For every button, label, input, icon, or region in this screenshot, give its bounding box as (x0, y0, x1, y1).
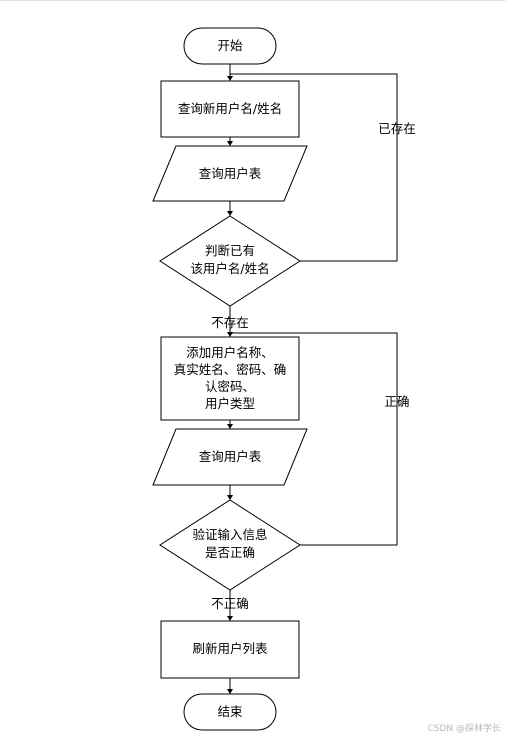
verify-label-line2: 是否正确 (205, 545, 255, 560)
query-name-process (160, 80, 300, 138)
judge-exists-decision (159, 215, 301, 307)
query-table-2-io (152, 428, 308, 486)
add-user-label-line2: 真实姓名、密码、确 (174, 362, 287, 377)
judge-exists-label-line1: 判断已有 (205, 243, 255, 258)
query-table-1-io (152, 145, 308, 202)
arrowhead (227, 211, 233, 216)
edge-exists-loop (230, 73, 398, 262)
start-label: 开始 (217, 38, 243, 53)
end-label: 结束 (217, 704, 243, 719)
add-user-label-line4: 用户类型 (205, 396, 255, 411)
edge-label-correct: 正确 (384, 394, 409, 409)
refresh-list-label: 刷新用户列表 (192, 641, 268, 656)
start-terminator (183, 27, 277, 65)
arrowhead (227, 616, 233, 621)
add-user-process (160, 336, 300, 421)
refresh-list-process (160, 620, 300, 679)
verify-label-line1: 验证输入信息 (192, 527, 267, 542)
end-terminator (183, 693, 277, 731)
edge-label-exists: 已存在 (378, 121, 416, 136)
verify-decision (159, 499, 301, 591)
query-table-1-label: 查询用户表 (199, 166, 262, 181)
arrowhead (227, 689, 233, 694)
edge-correct-loop (230, 332, 398, 546)
query-name-label: 查询新用户名/姓名 (178, 101, 282, 116)
arrowhead (227, 495, 233, 500)
add-user-label-line3: 认密码、 (205, 379, 255, 394)
edge-label-incorrect: 不正确 (211, 596, 249, 611)
arrowhead (227, 424, 233, 429)
query-table-2-label: 查询用户表 (199, 449, 262, 464)
edge-label-not-exists: 不存在 (211, 315, 249, 330)
judge-exists-label-line2: 该用户名/姓名 (190, 261, 269, 276)
arrowhead (227, 141, 233, 146)
add-user-label-line1: 添加用户名称、 (186, 345, 274, 360)
csdn-watermark: CSDN @探林学长 (427, 722, 501, 734)
arrowhead (227, 76, 233, 81)
